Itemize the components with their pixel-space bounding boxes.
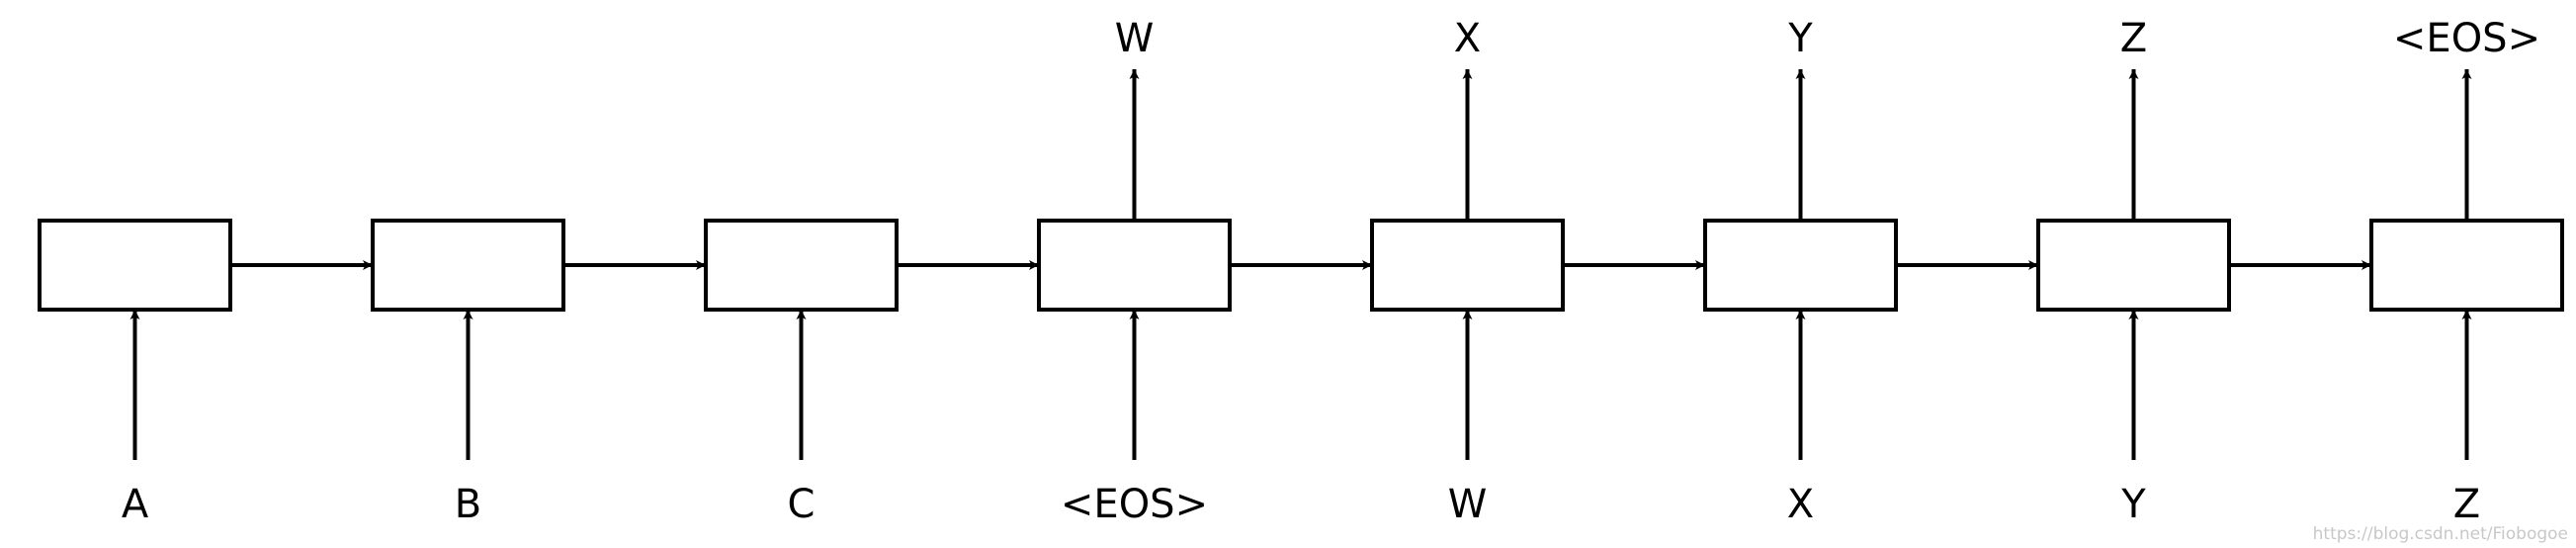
rnn-cell-box (2369, 219, 2564, 312)
output-token-label: Y (1787, 16, 1813, 61)
rnn-cell-box (38, 219, 232, 312)
diagram-layer: A B C <EOS> W W X X Y Y Z Z <EOS> (38, 16, 2564, 527)
input-token-label: W (1448, 482, 1488, 527)
input-token-label: Z (2453, 482, 2480, 527)
rnn-cell-box (1037, 219, 1232, 312)
output-token-label: <EOS> (2393, 16, 2540, 61)
output-token-label: Z (2120, 16, 2147, 61)
input-token-label: C (788, 482, 816, 527)
rnn-cell-box (1703, 219, 1898, 312)
rnn-cell-box (1370, 219, 1565, 312)
output-token-label: W (1115, 16, 1155, 61)
input-token-label: Y (2120, 482, 2146, 527)
output-token-label: X (1454, 16, 1481, 61)
input-token-label: X (1787, 482, 1814, 527)
input-token-label: <EOS> (1061, 482, 1208, 527)
rnn-cell-box (371, 219, 565, 312)
input-token-label: A (122, 482, 149, 527)
input-token-label: B (455, 482, 481, 527)
watermark: https://blog.csdn.net/Fiobogoe (2313, 524, 2568, 544)
rnn-cell-box (704, 219, 899, 312)
rnn-cell-box (2036, 219, 2231, 312)
